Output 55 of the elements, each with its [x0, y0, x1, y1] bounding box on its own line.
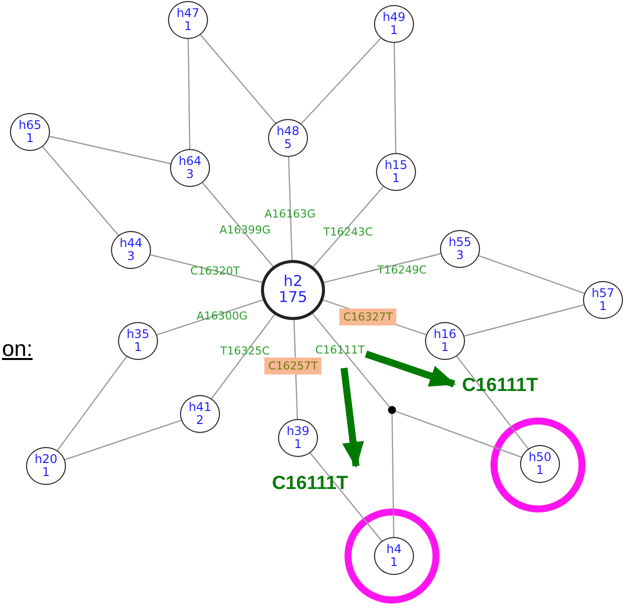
- connector-line: [42, 146, 119, 236]
- edge-label: C16111T: [314, 342, 366, 358]
- haplotype-circle: h48 5: [268, 119, 308, 157]
- connector-line: [394, 43, 396, 153]
- connector-line: [396, 410, 522, 458]
- mutation-label: C16111T: [272, 473, 348, 495]
- connector-line: [202, 182, 274, 267]
- edge-label: C16257T: [264, 358, 322, 374]
- edge-label: A16300G: [195, 308, 249, 324]
- connector-line: [150, 254, 262, 283]
- haplotype-circle: h16 1: [425, 322, 465, 360]
- connector-line: [310, 452, 382, 542]
- edge-label: T16325C: [219, 344, 271, 360]
- haplotype-circle: h50 1: [520, 445, 560, 483]
- haplotype-circle: h55 3: [440, 230, 480, 268]
- haplotype-circle: h35 1: [118, 322, 158, 360]
- connector-line: [56, 356, 128, 451]
- haplotype-circle: h65 1: [10, 113, 50, 151]
- haplotype-circle: h44 3: [111, 231, 151, 269]
- haplotype-circle: h2 175: [261, 260, 325, 320]
- connector-line: [456, 356, 529, 450]
- edge-label: C16320T: [189, 264, 241, 280]
- connector-line: [391, 414, 394, 537]
- edge-label: T16243C: [322, 224, 374, 240]
- haplotype-circle: h41 2: [180, 395, 220, 433]
- connector-line: [478, 255, 584, 294]
- edge-label: A16399G: [218, 222, 272, 238]
- connector-line: [156, 299, 263, 336]
- edge-label: C16327T: [339, 308, 397, 326]
- haplotype-circle: h20 1: [26, 447, 66, 485]
- connector-line: [188, 39, 190, 149]
- connector-line: [200, 34, 276, 124]
- note-text: on:: [2, 336, 33, 362]
- haplotype-circle: h47 1: [168, 1, 208, 39]
- connector-line: [324, 253, 441, 283]
- connector-line: [312, 313, 390, 408]
- edge-label: T16249C: [376, 262, 428, 278]
- haplotype-circle: h39 1: [278, 419, 318, 457]
- connector-line: [49, 136, 171, 164]
- haplotype-circle: h4 1: [374, 537, 414, 575]
- arrow: [364, 350, 456, 388]
- haplotype-circle: h64 3: [170, 149, 210, 187]
- haplotype-circle: h49 1: [374, 5, 414, 43]
- mutation-label: C16111T: [462, 375, 538, 397]
- connector-line: [300, 38, 382, 124]
- junction-dot: [388, 406, 396, 414]
- edge-label: A16163G: [263, 206, 317, 222]
- connector-line: [288, 156, 293, 260]
- haplotype-circle: h57 1: [583, 281, 623, 319]
- connector-line: [464, 304, 584, 337]
- arrow: [340, 368, 364, 468]
- connector-line: [312, 186, 384, 268]
- connector-line: [211, 314, 276, 399]
- haplotype-circle: h15 1: [376, 153, 416, 191]
- connector-line: [64, 420, 182, 460]
